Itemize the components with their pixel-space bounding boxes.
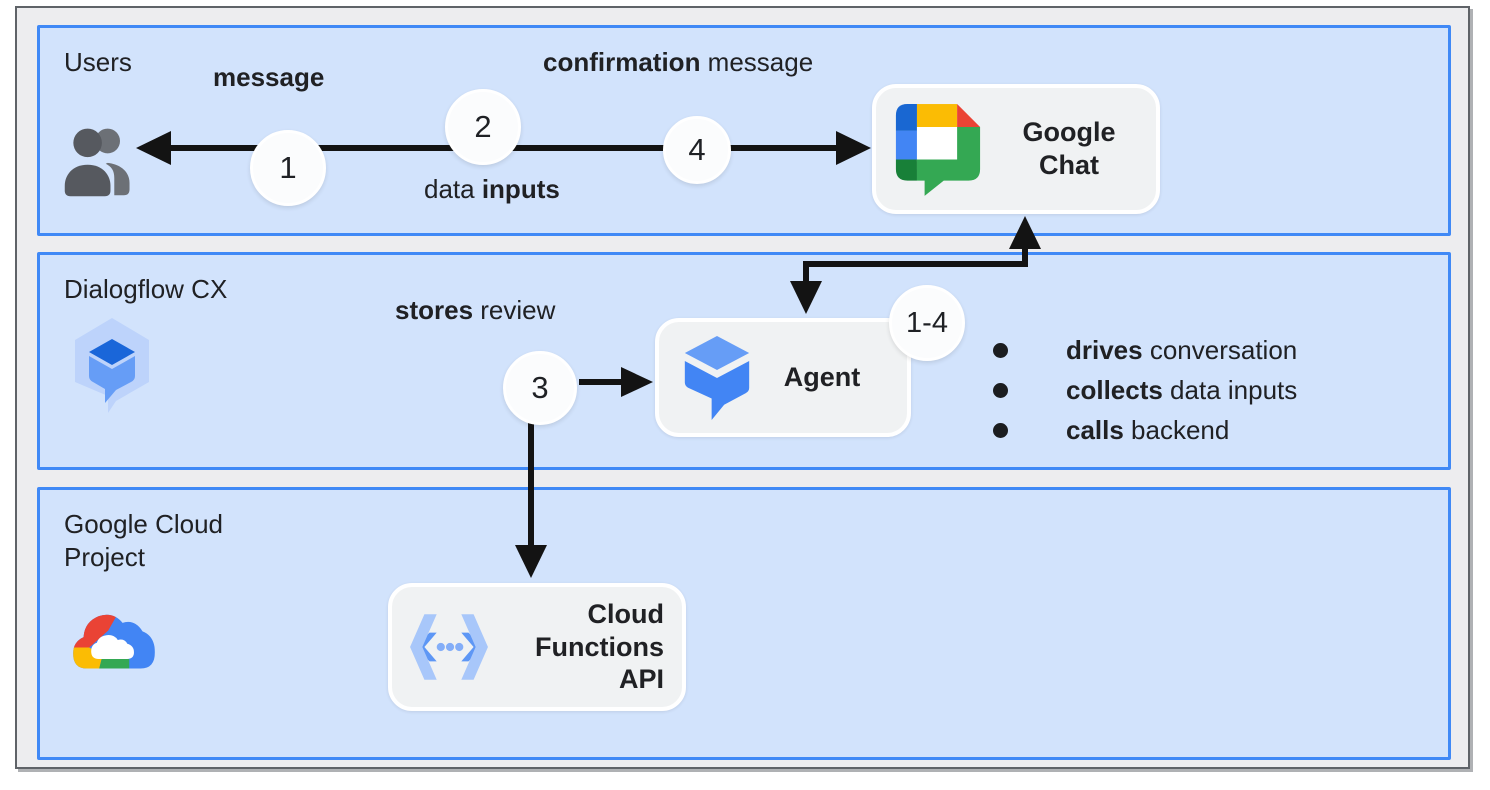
google-cloud-icon: [73, 614, 155, 669]
step-2-number: 2: [474, 109, 492, 144]
users-icon: [64, 128, 130, 197]
agent-node: Agent: [655, 318, 911, 437]
band-users-label: Users: [64, 47, 132, 77]
bullet-text: calls backend: [1066, 414, 1230, 445]
agent-capabilities-list: drives conversation collects data inputs…: [993, 330, 1423, 450]
google-chat-node: Google Chat: [872, 84, 1160, 214]
list-item: collects data inputs: [993, 370, 1423, 410]
dialogflow-agent-icon: [684, 335, 750, 420]
bullet-dot-icon: [993, 382, 1008, 398]
step-circle-1: 1: [250, 130, 326, 206]
bullet-text: drives conversation: [1066, 334, 1298, 365]
cloud-functions-label: Cloud Functions API: [535, 598, 664, 695]
band-dialogflow-label: Dialogflow CX: [64, 274, 228, 304]
data-inputs-label: data inputs: [424, 174, 560, 204]
stores-review-label: stores review: [395, 295, 556, 325]
step-circle-3: 3: [503, 351, 577, 425]
dialogflow-cx-icon: [75, 318, 149, 413]
bullet-text: collects data inputs: [1066, 374, 1298, 405]
bullet-dot-icon: [993, 342, 1008, 358]
step-circle-2: 2: [445, 89, 521, 165]
step-1-number: 1: [279, 150, 297, 185]
list-item: calls backend: [993, 410, 1423, 450]
google-chat-icon: [895, 104, 981, 196]
bullet-dot-icon: [993, 422, 1008, 438]
step-circle-1-4: 1-4: [889, 285, 965, 361]
step-4-number: 4: [688, 132, 706, 167]
step-range-number: 1-4: [906, 306, 948, 339]
cloud-functions-node: Cloud Functions API: [388, 583, 686, 711]
list-item: drives conversation: [993, 330, 1423, 370]
step-3-number: 3: [531, 370, 549, 405]
google-chat-label: Google Chat: [1022, 117, 1116, 180]
band-gcp-label: Google Cloud Project: [64, 509, 223, 572]
band-google-cloud-project: Google Cloud Project: [37, 487, 1451, 760]
step-circle-4: 4: [663, 116, 731, 184]
agent-label: Agent: [783, 362, 861, 393]
cloud-functions-icon: [410, 614, 488, 680]
confirmation-message-label: confirmation message: [543, 47, 814, 77]
message-label: message: [213, 62, 325, 92]
